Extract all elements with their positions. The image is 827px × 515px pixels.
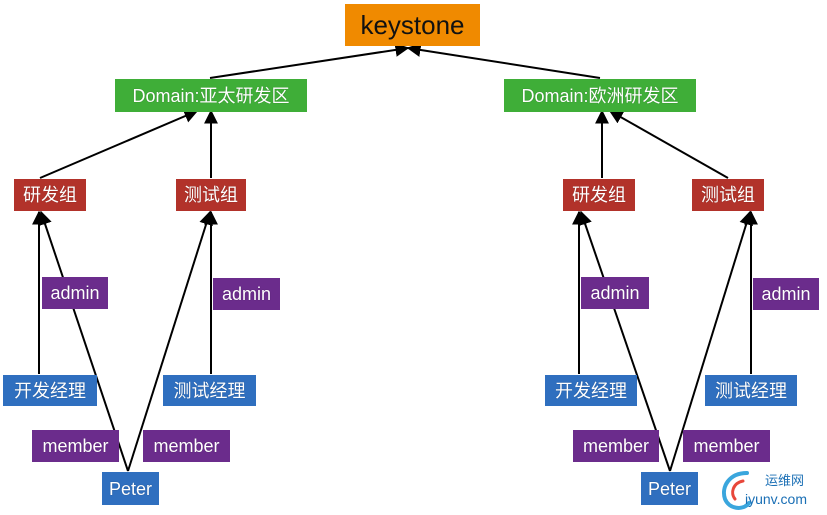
right-admin-role-1: admin [581,277,649,309]
left-admin-role-2: admin [213,278,280,310]
right-test-group-node: 测试组 [692,179,764,211]
watermark-line1: 运维网 [765,474,805,489]
edge-right-peter-to-test [669,210,753,472]
left-member-role-2: member [143,430,230,462]
left-dev-group-node: 研发组 [14,179,86,211]
left-admin-role-1: admin [42,277,108,309]
edge-domain-apac-to-keystone [209,42,410,79]
left-member-role-1: member [32,430,119,462]
right-dev-group-node: 研发组 [563,179,635,211]
edge-right-peter-to-dev [578,210,671,472]
edge-left-dev-to-domain [39,109,199,179]
left-dev-manager-node: 开发经理 [3,375,97,406]
right-peter-node: Peter [641,472,698,505]
edge-right-test-to-domain [608,110,729,179]
site-watermark: 运维网 iyunv.com [717,466,823,512]
right-test-manager-node: 测试经理 [705,375,797,406]
keystone-node: keystone [345,4,480,46]
left-peter-node: Peter [102,472,159,505]
left-test-manager-node: 测试经理 [163,375,256,406]
edge-left-peter-to-test [127,210,213,472]
left-test-group-node: 测试组 [176,179,246,211]
watermark-line2: iyunv.com [745,491,807,507]
right-admin-role-2: admin [753,278,819,310]
watermark-swirl-icon [722,471,751,510]
right-member-role-1: member [573,430,659,462]
domain-apac-node: Domain:亚太研发区 [115,79,307,112]
edge-left-peter-to-dev [38,210,129,472]
domain-europe-node: Domain:欧洲研发区 [504,79,696,112]
right-member-role-2: member [683,430,770,462]
right-dev-manager-node: 开发经理 [545,375,637,406]
edge-domain-europe-to-keystone [406,43,601,79]
